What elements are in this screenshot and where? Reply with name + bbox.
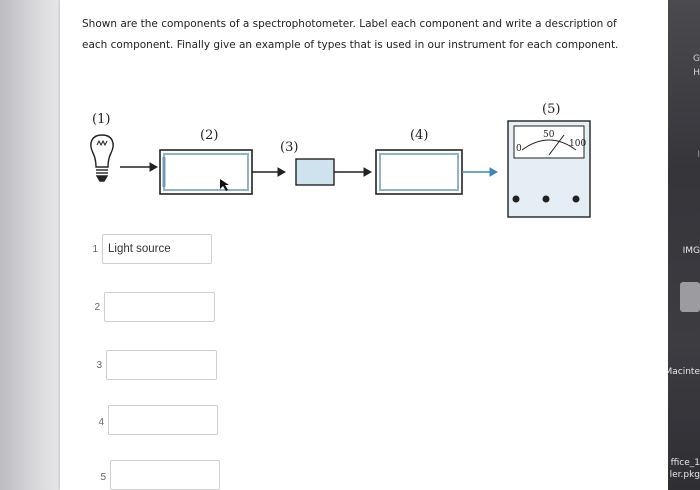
answer-number-5: 5 (100, 472, 106, 483)
arrow-4-icon (462, 167, 499, 177)
diagram-label-1: (1) (92, 112, 110, 127)
arrow-1-icon (120, 162, 159, 172)
meter-scale-50: 50 (543, 130, 555, 140)
answer-input-3[interactable] (106, 350, 217, 380)
diagram-label-2: (2) (200, 128, 218, 143)
light-bulb-icon (90, 134, 114, 182)
mouse-cursor-icon (220, 179, 229, 191)
answer-number-2: 2 (94, 302, 100, 313)
meter-readout-icon (507, 120, 591, 218)
answer-number-4: 4 (98, 417, 104, 428)
answer-input-5[interactable] (110, 460, 220, 490)
desktop-icon-img-label[interactable]: IMG (682, 246, 700, 256)
answer-number-1: 1 (92, 244, 98, 255)
desktop-edge: G H I IMG Macinte ffice_1 ler.pkg (668, 0, 700, 490)
diagram-label-3: (3) (280, 140, 298, 155)
window-left-edge (0, 0, 60, 490)
desktop-edge-label-3: I (697, 150, 700, 160)
answer-input-1[interactable]: Light source (102, 234, 212, 264)
answer-input-4[interactable] (108, 405, 218, 435)
component-3-box (295, 158, 335, 186)
meter-scale-0: 0 (516, 144, 522, 154)
desktop-icon-office-label[interactable]: ffice_1 (670, 458, 700, 468)
spectrophotometer-diagram: (1) (2) (3) (4) (5) (90, 102, 591, 218)
desktop-icon-pkg-label[interactable]: ler.pkg (669, 470, 700, 480)
desktop-edge-label-2: H (693, 68, 700, 78)
arrow-2-icon (252, 167, 287, 177)
question-text: Shown are the components of a spectropho… (82, 18, 619, 51)
drive-icon[interactable] (680, 282, 700, 312)
arrow-3-icon (334, 167, 373, 177)
meter-scale-100: 100 (569, 139, 586, 149)
answer-number-3: 3 (96, 360, 102, 371)
answer-input-2[interactable] (104, 292, 215, 322)
desktop-icon-macintosh-label[interactable]: Macinte (668, 367, 700, 377)
desktop-edge-label-1: G (693, 54, 700, 64)
diagram-label-4: (4) (410, 128, 428, 143)
diagram-label-5: (5) (542, 102, 560, 117)
